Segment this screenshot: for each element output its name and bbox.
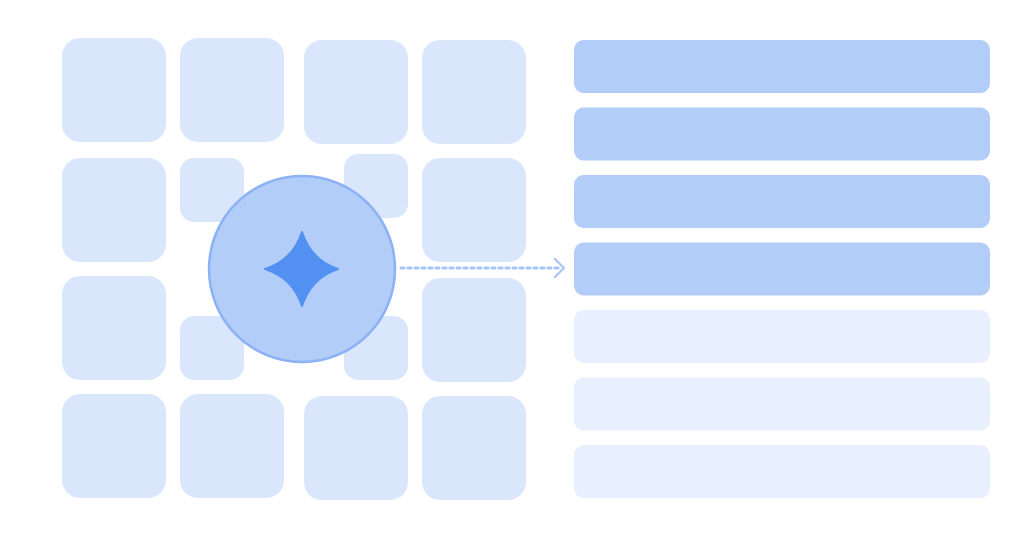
list-row-highlighted-4 — [574, 242, 990, 296]
grid-tile-4 — [422, 40, 526, 144]
grid-tile-3 — [304, 40, 408, 144]
grid-tile-9 — [62, 276, 166, 380]
result-list — [574, 40, 990, 498]
grid-tile-5 — [62, 158, 166, 262]
sparkle-badge — [207, 174, 397, 364]
grid-tile-15 — [304, 396, 408, 500]
grid-tile-13 — [62, 394, 166, 498]
arrow-head — [553, 257, 566, 279]
sparkle-icon — [264, 231, 339, 307]
grid-tile-2 — [180, 38, 284, 142]
grid-tile-14 — [180, 394, 284, 498]
list-row-6 — [574, 377, 990, 431]
list-row-5 — [574, 310, 990, 363]
grid-tile-16 — [422, 396, 526, 500]
list-row-7 — [574, 445, 990, 498]
list-row-highlighted-3 — [574, 175, 990, 228]
list-row-highlighted-1 — [574, 40, 990, 93]
grid-tile-6 — [180, 158, 244, 222]
grid-tile-10 — [180, 316, 244, 380]
grid-tile-8 — [422, 158, 526, 262]
grid-tile-1 — [62, 38, 166, 142]
grid-tile-12 — [422, 278, 526, 382]
list-row-highlighted-2 — [574, 107, 990, 161]
dotted-arrow-right-icon — [399, 257, 566, 279]
